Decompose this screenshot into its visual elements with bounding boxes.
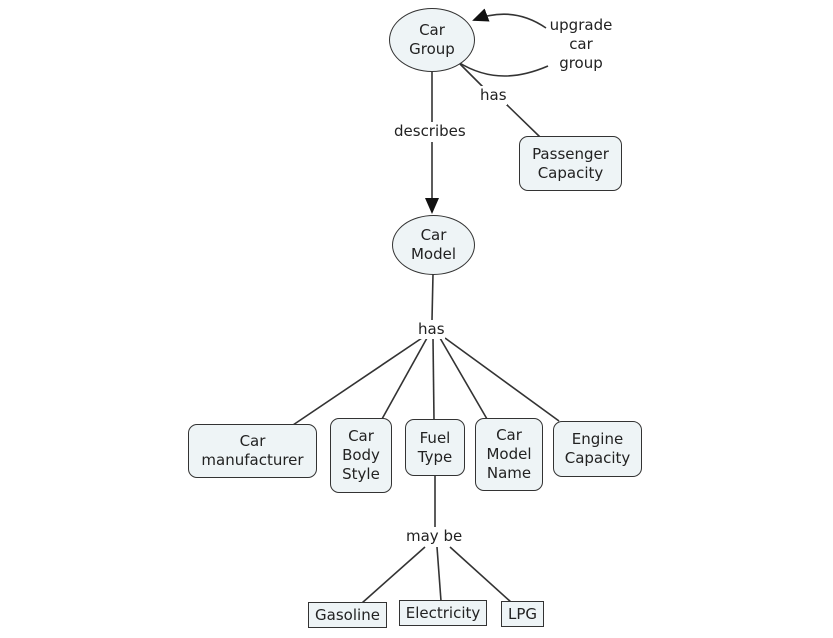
- node-label: Engine Capacity: [564, 430, 631, 467]
- node-car-model-name[interactable]: Car Model Name: [475, 418, 543, 491]
- edge-has-engine: [444, 337, 560, 422]
- node-label: LPG: [507, 604, 538, 623]
- link-has-middle: has: [418, 320, 445, 339]
- node-label: Car manufacturer: [201, 432, 304, 469]
- edge-has-manufacturer: [292, 337, 423, 426]
- node-car-group[interactable]: Car Group: [389, 8, 475, 72]
- edge-has-top-a: [459, 63, 485, 89]
- edge-maybe-electricity: [436, 546, 442, 602]
- node-label: Car Body Style: [342, 427, 380, 483]
- edge-has-fueltype: [432, 337, 435, 421]
- link-has-top: has: [480, 86, 507, 105]
- node-electricity[interactable]: Electricity: [399, 600, 487, 626]
- link-describes: describes: [394, 122, 466, 141]
- node-engine-capacity[interactable]: Engine Capacity: [553, 421, 642, 477]
- edge-maybe-lpg: [449, 546, 513, 604]
- node-label: Electricity: [405, 603, 481, 622]
- node-label: Fuel Type: [417, 428, 453, 466]
- node-label: Passenger Capacity: [532, 144, 609, 182]
- node-label: Gasoline: [315, 605, 380, 624]
- edge-upgrade-loop-bottom: [457, 61, 549, 77]
- node-car-model[interactable]: Car Model: [392, 215, 475, 275]
- edge-has-top-b: [505, 103, 541, 138]
- edge-maybe-gasoline: [361, 546, 426, 604]
- edge-has-bodystyle: [381, 337, 428, 420]
- edge-has-modelname: [439, 337, 488, 420]
- node-fuel-type[interactable]: Fuel Type: [405, 419, 465, 476]
- edge-model-has: [431, 273, 434, 321]
- node-label: Car Model Name: [486, 426, 532, 482]
- edge-upgrade-loop-top: [472, 8, 547, 29]
- node-car-manufacturer[interactable]: Car manufacturer: [188, 424, 317, 478]
- link-may-be: may be: [406, 527, 463, 546]
- node-label: Car Group: [409, 21, 455, 58]
- node-passenger-capacity[interactable]: Passenger Capacity: [519, 136, 622, 191]
- node-lpg[interactable]: LPG: [501, 601, 544, 627]
- node-car-body-style[interactable]: Car Body Style: [330, 418, 392, 493]
- node-gasoline[interactable]: Gasoline: [308, 602, 387, 628]
- link-upgrade-car-group: upgrade car group: [549, 16, 613, 72]
- node-label: Car Model: [410, 226, 457, 263]
